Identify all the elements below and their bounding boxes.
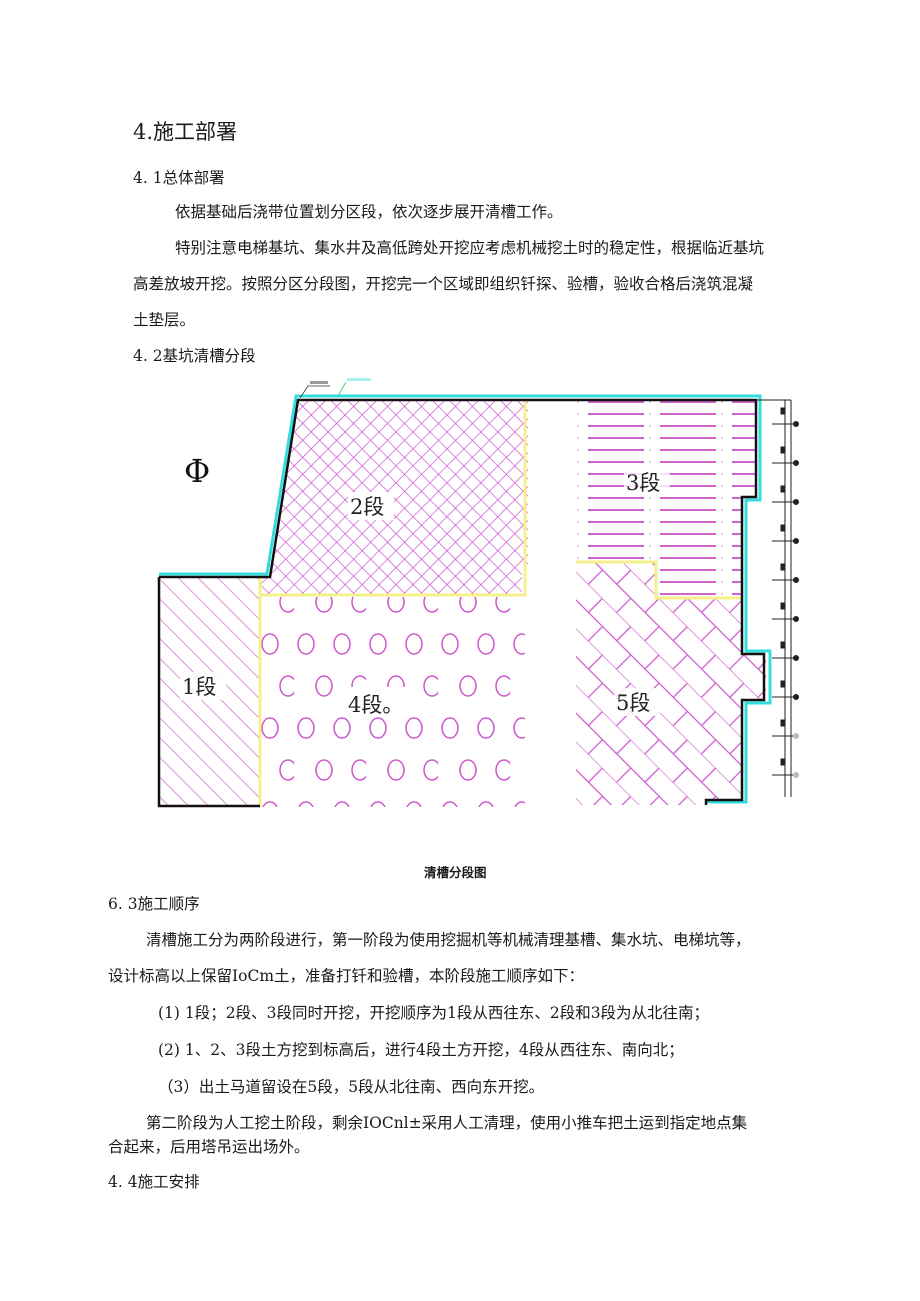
segment-2-label: 2段 (350, 495, 384, 519)
segment-3-label: 3段 (626, 471, 660, 495)
segment-4-label: 4段。 (348, 693, 403, 717)
figure-caption: 清槽分段图 (424, 865, 487, 880)
section-title: 4.施工部署 (133, 120, 238, 144)
paragraph-4-3-a-line1: 清槽施工分为两阶段进行，第一阶段为使用挖掘机等机械清理基槽、集水坑、电梯坑等， (146, 931, 751, 949)
heading-4-1: 4. 1总体部署 (133, 169, 225, 187)
leader-labels (299, 378, 371, 399)
paragraph-4-3-b-line2: 合起来，后用塔吊运出场外。 (108, 1138, 310, 1156)
pit-outline-left (157, 577, 260, 808)
segment-5-label: 5段 (616, 691, 650, 715)
paragraph-4-1-b-line2: 高差放坡开挖。按照分区分段图，开挖完一个区域即组织钎探、验槽，验收合格后浇筑混凝 (133, 275, 754, 293)
north-arrow-icon: Φ (184, 452, 210, 490)
sequence-item-3: （3）出土马道留设在5段，5段从北往南、西向东开挖。 (158, 1078, 545, 1096)
segment-5 (576, 562, 766, 805)
offset-line (159, 394, 772, 804)
sequence-item-2: (2) 1、2、3段土方挖到标高后，进行4段土方开挖，4段从西往东、南向北； (158, 1041, 684, 1059)
paragraph-4-1-a: 依据基础后浇带位置划分区段，依次逐步展开清槽工作。 (175, 203, 563, 221)
segment-3 (576, 400, 757, 597)
axis-ruler (756, 399, 799, 797)
paragraph-4-3-b-line1: 第二阶段为人工挖土阶段，剩余IOCnl±采用人工清理，使用小推车把土运到指定地点… (146, 1114, 748, 1132)
segmentation-diagram: Φ 2段 3段 1段 4段。 5段 (157, 378, 799, 808)
pit-outline (159, 398, 766, 805)
heading-4-4: 4. 4施工安排 (108, 1173, 200, 1191)
segment-boundaries (258, 400, 742, 807)
paragraph-4-3-a-line2: 设计标高以上保留IoCm土，准备打钎和验槽，本阶段施工顺序如下： (108, 967, 585, 985)
paragraph-4-1-b-line3: 土垫层。 (133, 311, 196, 329)
heading-4-2: 4. 2基坑清槽分段 (133, 347, 256, 365)
heading-4-3: 6. 3施工顺序 (108, 895, 200, 913)
segment-1-label: 1段 (182, 675, 216, 699)
sequence-item-1: (1) 1段；2段、3段同时开挖，开挖顺序为1段从西往东、2段和3段为从北往南； (158, 1004, 710, 1022)
paragraph-4-1-b-line1: 特别注意电梯基坑、集水井及高低跨处开挖应考虑机械挖土时的稳定性，根据临近基坑 (175, 239, 765, 257)
